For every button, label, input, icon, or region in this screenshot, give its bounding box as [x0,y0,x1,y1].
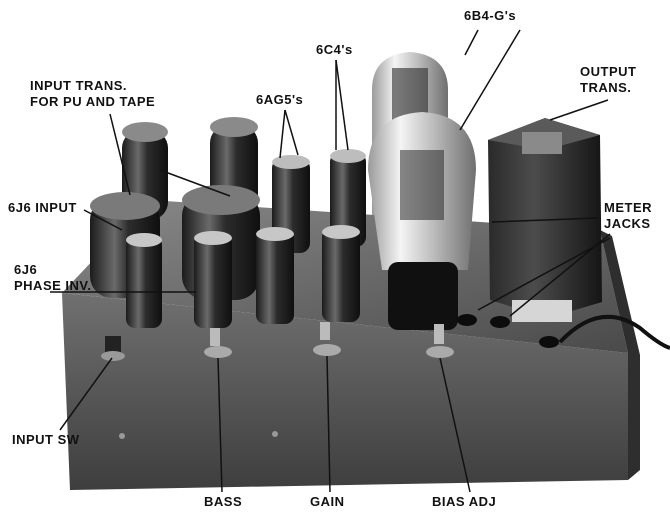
label-input-sw: INPUT SW [12,432,80,447]
label-gain: GAIN [310,494,345,509]
power-cord [558,314,670,350]
front-row-tubes [126,225,360,328]
label-6ag5-tubes: 6AG5's [256,92,304,107]
label-meter-jacks: METER JACKS [604,200,652,231]
chassis-side [600,230,640,480]
front-controls [101,322,454,439]
output-tubes [368,52,476,330]
label-output-trans: OUTPUT TRANS. [580,64,637,95]
label-input-trans: INPUT TRANS. FOR PU AND TAPE [30,78,156,109]
chassis-front [62,293,628,490]
label-bass: BASS [204,494,243,509]
back-row-tubes [272,149,366,253]
label-phase-inv: 6J6 PHASE INV. [14,262,92,293]
leader-lines [50,29,611,493]
meter-jacks [457,314,559,348]
output-transformer [488,118,602,322]
label-6b4-tubes: 6B4-G's [464,8,517,23]
label-6j6-input: 6J6 INPUT [8,200,77,215]
label-bias-adj: BIAS ADJ [432,494,497,509]
label-6c4-tubes: 6C4's [316,42,353,57]
